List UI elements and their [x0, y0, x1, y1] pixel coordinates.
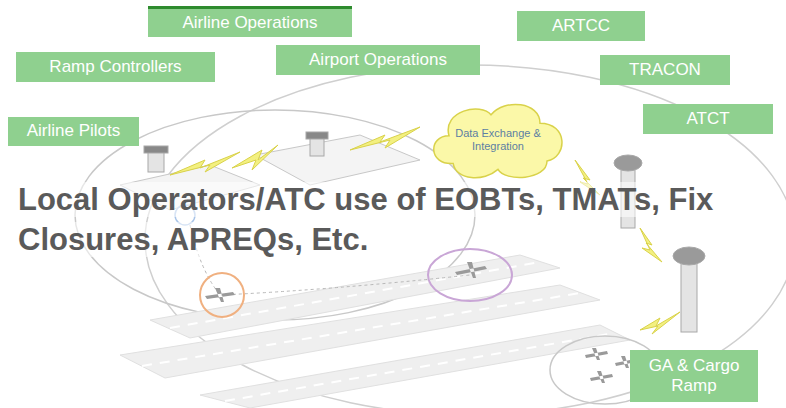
stakeholder-box: Airline Operations: [148, 9, 352, 37]
spot-marker: [200, 273, 244, 317]
node-label: Ramp Controllers: [49, 57, 181, 77]
stakeholder-box: Ramp Controllers: [16, 52, 215, 82]
node-label: Airline Operations: [182, 13, 317, 33]
stakeholder-box: Airline Pilots: [8, 117, 139, 146]
runway-markings: [142, 262, 615, 401]
node-label: ARTCC: [552, 16, 610, 36]
title-text: Local Operators/ATC use of EOBTs, TMATs,…: [18, 182, 713, 257]
node-label: GA & Cargo Ramp: [638, 356, 750, 397]
node-label: Airline Pilots: [27, 121, 121, 141]
diagram-title: Local Operators/ATC use of EOBTs, TMATs,…: [18, 180, 784, 261]
runways: [120, 255, 630, 408]
node-label: ATCT: [686, 109, 729, 129]
data-cloud: Data Exchange & Integration: [428, 98, 568, 182]
stakeholder-box: ARTCC: [517, 11, 645, 41]
stakeholder-box: GA & Cargo Ramp: [630, 350, 758, 402]
node-label: Data Exchange & Integration: [454, 127, 542, 152]
stakeholder-box: ATCT: [643, 104, 773, 134]
stakeholder-box: TRACON: [600, 55, 730, 85]
node-label: TRACON: [629, 60, 701, 80]
airplanes: [205, 262, 636, 383]
runway-marker: [428, 249, 512, 301]
node-label: Airport Operations: [309, 50, 447, 70]
stakeholder-box: Airport Operations: [276, 45, 480, 75]
accent-line: [148, 6, 352, 9]
